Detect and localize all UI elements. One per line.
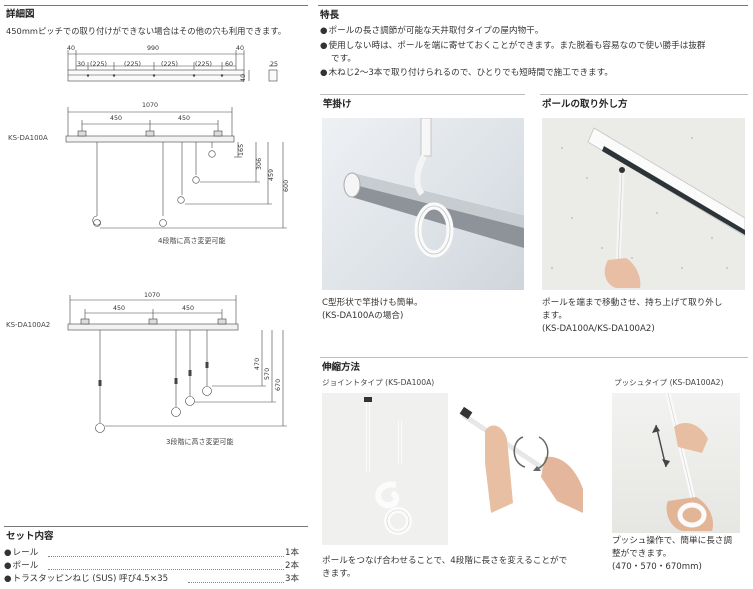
ks-da100a-h-306: 306 [256, 157, 264, 170]
set-item-pole: ポール [4, 561, 39, 572]
feature-item-2: 使用しない時は、ポールを端に寄せておくことができます。また脱着も容易なので使い勝… [320, 41, 706, 52]
ks-da100a2-drawing [67, 295, 287, 433]
dim-top-225-d: (225) [195, 61, 212, 68]
set-item-screw-qty: 3本 [285, 574, 300, 584]
features-top-rule [318, 5, 748, 6]
ks-da100a2-pitch-1: 450 [113, 305, 126, 312]
joint-type-label: ジョイントタイプ (KS-DA100A) [322, 378, 435, 387]
detail-title: 詳細図 [6, 9, 35, 20]
dim-top-225-b: (225) [124, 61, 141, 68]
rail-top-view-drawing [67, 50, 278, 82]
removal-top-rule [540, 94, 748, 95]
hanger-photo [322, 118, 524, 290]
dim-top-40-left: 40 [67, 45, 76, 52]
push-caption-2: 整ができます。 [612, 549, 672, 559]
set-top-rule [4, 526, 308, 527]
dim-side-25: 25 [270, 61, 279, 68]
push-caption-3: (470・570・670mm) [612, 562, 702, 572]
extend-top-rule [320, 357, 748, 358]
joint-caption-1: ポールをつなげ合わせることで、4段階に長さを変えることがで [322, 556, 568, 566]
feature-item-2-cont: です。 [331, 54, 356, 64]
ks-da100a-drawing [65, 107, 287, 229]
hanger-caption-2: (KS-DA100Aの場合) [322, 311, 404, 321]
detail-note: 450mmピッチでの取り付けができない場合はその他の穴も利用できます。 [6, 26, 287, 36]
ks-da100a2-width: 1070 [144, 292, 161, 299]
removal-caption-3: (KS-DA100A/KS-DA100A2) [542, 324, 655, 334]
ks-da100a2-label: KS-DA100A2 [6, 321, 51, 329]
dim-top-225-a: (225) [90, 61, 107, 68]
set-title: セット内容 [6, 531, 54, 542]
ks-da100a2-h-670: 670 [275, 378, 283, 391]
set-item-pole-leader [48, 569, 284, 570]
ks-da100a2-h-570: 570 [264, 367, 272, 380]
ks-da100a-pitch-1: 450 [110, 115, 123, 122]
ks-da100a2-h-470: 470 [254, 357, 262, 370]
dim-top-40-right: 40 [236, 45, 245, 52]
set-item-pole-qty: 2本 [285, 561, 300, 571]
hanger-title: 竿掛け [323, 99, 352, 110]
hanger-top-rule [320, 94, 525, 95]
ks-da100a-h-165: 165 [238, 143, 246, 156]
ks-da100a-pitch-2: 450 [178, 115, 191, 122]
extend-title: 伸縮方法 [322, 362, 361, 373]
ks-da100a-note: 4段階に高さ変更可能 [158, 237, 226, 245]
ks-da100a2-note: 3段階に高さ変更可能 [166, 438, 234, 446]
set-item-screw-leader [188, 582, 284, 583]
joint-parts-photo [322, 393, 448, 545]
ks-da100a-label: KS-DA100A [8, 134, 48, 142]
ks-da100a-h-600: 600 [283, 179, 291, 192]
set-item-rail-qty: 1本 [285, 548, 300, 558]
set-item-rail: レール [4, 548, 39, 559]
ks-da100a-h-459: 459 [268, 168, 276, 181]
feature-item-1: ポールの長さ調節が可能な天井取付タイプの屋内物干。 [320, 26, 544, 37]
dim-top-990: 990 [147, 45, 160, 52]
dim-side-40: 40 [240, 73, 248, 82]
ks-da100a2-pitch-2: 450 [182, 305, 195, 312]
removal-caption-1: ポールを端まで移動させ、持ち上げて取り外し [542, 298, 723, 308]
hanger-caption-1: C型形状で竿掛けも簡単。 [322, 298, 423, 308]
removal-caption-2: ます。 [542, 311, 567, 321]
ks-da100a-width: 1070 [142, 102, 159, 109]
joint-caption-2: きます。 [322, 569, 356, 579]
push-caption-1: プッシュ操作で、簡単に長さ調 [612, 536, 732, 546]
removal-photo [542, 118, 745, 290]
push-type-photo [612, 393, 740, 533]
dim-top-225-c: (225) [161, 61, 178, 68]
features-title: 特長 [320, 10, 340, 21]
push-type-label: プッシュタイプ (KS-DA100A2) [614, 378, 724, 387]
feature-item-3: 木ねじ2～3本で取り付けられるので、ひとりでも短時間で施工できます。 [320, 68, 613, 79]
set-item-screw: トラスタッピンねじ (SUS) 呼び4.5×35 [4, 574, 169, 585]
detail-top-rule [4, 5, 308, 6]
dim-top-60: 60 [225, 61, 234, 68]
removal-title: ポールの取り外し方 [542, 99, 628, 110]
joint-operation-photo [455, 393, 585, 545]
set-item-rail-leader [48, 556, 284, 557]
dim-top-30: 30 [77, 61, 86, 68]
